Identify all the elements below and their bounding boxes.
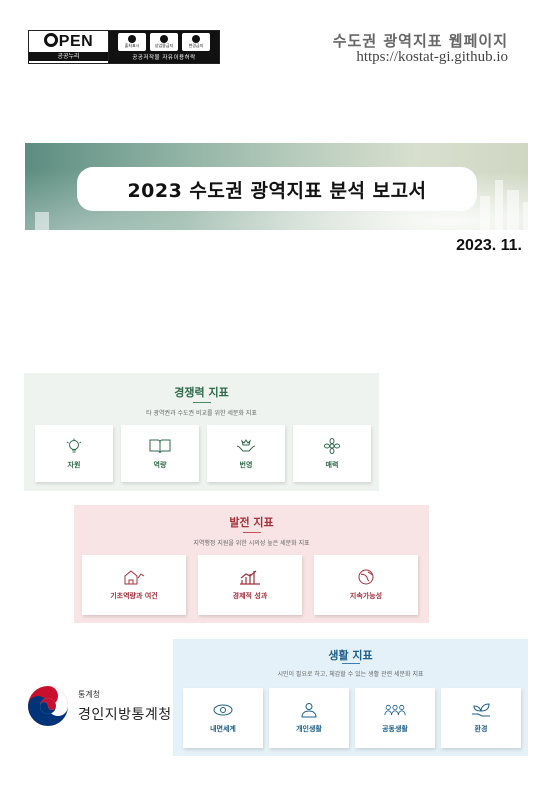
house-growth-icon xyxy=(123,569,145,585)
card-label: 공동생활 xyxy=(382,725,408,733)
open-brand-sub: 공공누리 xyxy=(29,52,108,61)
hand-leaf-icon xyxy=(470,702,492,718)
open-brand: PEN xyxy=(58,33,94,50)
living-panel: 생활 지표 시민이 필요로 하고, 체감할 수 있는 생활 관련 세분화 지표 … xyxy=(173,639,528,756)
card-label: 지속가능성 xyxy=(349,592,383,600)
card-capability[interactable]: 역량 xyxy=(121,425,199,482)
card-inner-world[interactable]: 내면세계 xyxy=(183,688,263,748)
card-environment[interactable]: 환경 xyxy=(441,688,521,748)
attribution-icon: 출처표시 xyxy=(118,33,146,51)
agency-label-small: 통계청 xyxy=(78,689,101,699)
card-resources[interactable]: 자원 xyxy=(35,425,113,482)
no-derivs-icon: 변경금지 xyxy=(182,33,210,51)
open-o-icon xyxy=(43,33,58,47)
card-basic-capacity[interactable]: 기초역량과 여건 xyxy=(82,555,186,615)
person-icon xyxy=(298,702,320,718)
bar-chart-icon xyxy=(239,569,261,585)
development-panel: 발전 지표 지역행정 지원을 위한 시의성 높은 세분화 지표 기초역량과 여건… xyxy=(74,505,429,623)
card-label: 경제적 성과 xyxy=(232,592,268,600)
card-label: 번영 xyxy=(239,460,253,469)
open-logo: PEN 공공누리 xyxy=(29,31,109,63)
title-banner: 2023 수도권 광역지표 분석 보고서 xyxy=(25,143,528,230)
panel-divider xyxy=(242,532,261,533)
card-sustainability[interactable]: 지속가능성 xyxy=(314,555,418,615)
report-title-pill: 2023 수도권 광역지표 분석 보고서 xyxy=(77,167,477,211)
card-label: 환경 xyxy=(474,725,488,733)
flower-icon xyxy=(321,437,343,454)
heart-eye-icon xyxy=(212,702,234,718)
card-prosperity[interactable]: 번영 xyxy=(207,425,285,482)
card-community-life[interactable]: 공동생활 xyxy=(355,688,435,748)
panel-divider xyxy=(341,663,360,664)
open-license-badge: PEN 공공누리 출처표시 상업용금지 변경금지 공공저작물 자유이용허락 xyxy=(28,30,220,64)
card-label: 내면세계 xyxy=(210,725,236,733)
panel-divider xyxy=(192,402,211,403)
panel-title: 경쟁력 지표 xyxy=(174,386,229,399)
card-label: 개인생활 xyxy=(296,725,322,733)
card-economic-performance[interactable]: 경제적 성과 xyxy=(198,555,302,615)
hands-crown-icon xyxy=(235,438,257,454)
report-date: 2023. 11. xyxy=(456,237,522,254)
lightbulb-icon xyxy=(63,438,85,454)
panel-description: 타 광역권과 수도권 비교를 위한 세분화 지표 xyxy=(146,410,257,417)
card-label: 매력 xyxy=(325,460,339,469)
report-title: 2023 수도권 광역지표 분석 보고서 xyxy=(127,179,427,202)
group-icon xyxy=(384,702,406,718)
card-personal-life[interactable]: 개인생활 xyxy=(269,688,349,748)
panel-description: 시민이 필요로 하고, 체감할 수 있는 생활 관련 세분화 지표 xyxy=(277,671,424,678)
site-url[interactable]: https://kostat-gi.github.io xyxy=(356,49,508,65)
license-type: 출처표시 상업용금지 변경금지 공공저작물 자유이용허락 xyxy=(109,31,219,63)
panel-description: 지역행정 지원을 위한 시의성 높은 세분화 지표 xyxy=(193,540,310,547)
panel-title: 발전 지표 xyxy=(229,516,274,529)
license-type-sub: 공공저작물 자유이용허락 xyxy=(132,55,196,61)
open-book-icon xyxy=(149,438,171,454)
earth-leaf-icon xyxy=(355,569,377,585)
agency-logo: 통계청 경인지방통계청 xyxy=(26,684,172,728)
card-label: 기초역량과 여건 xyxy=(110,592,158,600)
card-attractiveness[interactable]: 매력 xyxy=(293,425,371,482)
card-label: 자원 xyxy=(67,460,81,469)
panel-title: 생활 지표 xyxy=(328,649,373,662)
agency-label-big: 경인지방통계청 xyxy=(78,706,172,723)
taegeuk-logo-icon xyxy=(28,686,68,726)
card-label: 역량 xyxy=(153,460,167,469)
commercial-icon: 상업용금지 xyxy=(150,33,178,51)
competitiveness-panel: 경쟁력 지표 타 광역권과 수도권 비교를 위한 세분화 지표 자원 역량 번영… xyxy=(24,373,379,491)
site-title: 수도권 광역지표 웹페이지 xyxy=(332,32,508,50)
